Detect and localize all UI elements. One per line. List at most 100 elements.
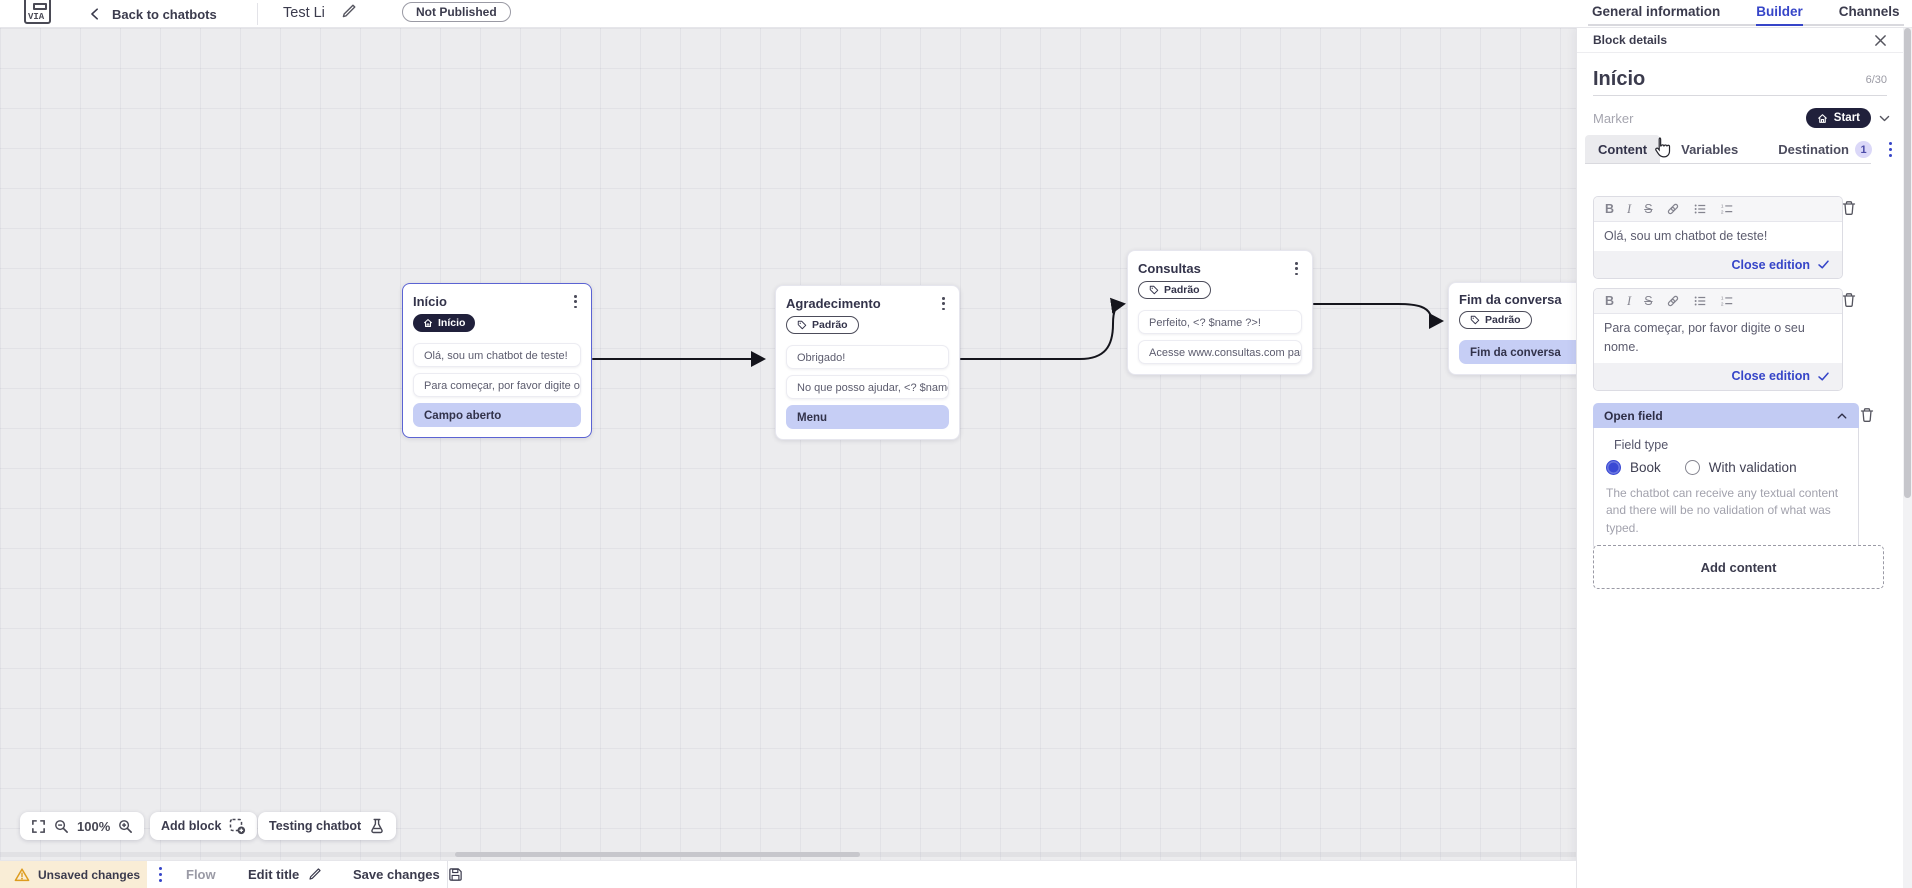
flow-block-fim-da-conversa[interactable]: Fim da conversa Padrão Fim da conversa <box>1448 282 1576 375</box>
add-content-button[interactable]: Add content <box>1593 545 1884 589</box>
check-icon <box>1818 260 1829 269</box>
block-message-item[interactable]: Acesse www.consultas.com par... <box>1138 340 1302 365</box>
block-message-item[interactable]: No que posso ajudar, <? $name ... <box>786 375 949 400</box>
flask-icon <box>371 818 383 834</box>
flow-block-inicio[interactable]: Início Início Olá, sou um chatbot de tes… <box>402 283 592 439</box>
status-bar: Unsaved changes Flow Edit title Save cha… <box>0 860 1576 888</box>
flow-menu-item[interactable]: Flow <box>186 867 216 882</box>
publish-status-badge: Not Published <box>402 2 511 22</box>
marker-select[interactable]: Start <box>1805 108 1871 128</box>
marker-row: Marker Start <box>1593 106 1891 130</box>
delete-content-icon[interactable] <box>1859 406 1875 424</box>
panel-menu-icon[interactable] <box>1885 140 1896 159</box>
editor-text[interactable]: Olá, sou um chatbot de teste! <box>1594 222 1842 252</box>
tab-channels[interactable]: Channels <box>1838 4 1900 19</box>
check-icon <box>1818 372 1829 381</box>
tag-icon <box>797 321 807 330</box>
italic-icon[interactable]: I <box>1627 201 1632 216</box>
delete-content-icon[interactable] <box>1841 199 1857 217</box>
block-title: Fim da conversa <box>1459 292 1562 307</box>
save-icon <box>448 868 462 881</box>
block-field-item[interactable]: Menu <box>786 405 949 430</box>
block-marker-badge: Padrão <box>786 316 859 335</box>
editor-text[interactable]: Para começar, por favor digite o seu nom… <box>1594 314 1842 363</box>
close-icon[interactable] <box>1874 34 1887 47</box>
open-field-header[interactable]: Open field <box>1593 403 1859 428</box>
unsaved-changes-status: Unsaved changes <box>0 861 147 888</box>
radio-selected-icon <box>1606 460 1621 475</box>
top-bar: VIA Back to chatbots Test Li Not Publish… <box>0 0 1912 28</box>
flow-block-consultas[interactable]: Consultas Padrão Perfeito, <? $name ?>! … <box>1127 250 1313 376</box>
panel-header: Block details <box>1577 28 1903 53</box>
tag-icon <box>1149 286 1159 295</box>
marker-label: Marker <box>1593 110 1634 126</box>
bullet-list-icon[interactable] <box>1693 294 1707 308</box>
panel-tabs: Content Variables Destination 1 <box>1585 135 1895 164</box>
zoom-controls: 100% <box>20 812 145 840</box>
block-message-item[interactable]: Olá, sou um chatbot de teste! <box>413 343 581 368</box>
zoom-in-icon[interactable] <box>118 819 133 834</box>
status-menu-icon[interactable] <box>155 861 166 888</box>
tab-general-information[interactable]: General information <box>1592 4 1721 19</box>
block-message-item[interactable]: Para começar, por favor digite o ... <box>413 373 581 398</box>
destination-count-badge: 1 <box>1855 141 1873 158</box>
tab-builder[interactable]: Builder <box>1756 0 1803 26</box>
fullscreen-icon[interactable] <box>31 819 46 834</box>
radio-option-with-validation[interactable]: With validation <box>1684 460 1797 475</box>
statusbar-divider <box>447 861 448 888</box>
block-details-panel: Block details Início 6/30 Marker Start C… <box>1576 28 1903 888</box>
field-type-description: The chatbot can receive any textual cont… <box>1606 486 1839 535</box>
tab-content[interactable]: Content <box>1585 135 1661 164</box>
testing-chatbot-button[interactable]: Testing chatbot <box>258 812 397 840</box>
italic-icon[interactable]: I <box>1627 293 1632 308</box>
chevron-down-icon[interactable] <box>1878 112 1891 125</box>
horizontal-scrollbar-thumb[interactable] <box>455 852 860 857</box>
block-menu-icon[interactable] <box>570 293 581 310</box>
close-edition-button[interactable]: Close edition <box>1731 257 1810 272</box>
block-message-item[interactable]: Obrigado! <box>786 345 949 370</box>
block-field-item[interactable]: Fim da conversa <box>1459 340 1576 364</box>
block-message-item[interactable]: Perfeito, <? $name ?>! <box>1138 310 1302 335</box>
vertical-scrollbar[interactable] <box>1903 28 1912 888</box>
flow-block-agradecimento[interactable]: Agradecimento Padrão Obrigado! No que po… <box>775 285 960 441</box>
warning-icon <box>14 867 30 881</box>
block-field-item[interactable]: Campo aberto <box>413 403 581 428</box>
strikethrough-icon[interactable]: S <box>1644 201 1653 216</box>
tab-destination[interactable]: Destination 1 <box>1765 135 1885 164</box>
back-to-chatbots-button[interactable]: Back to chatbots <box>88 0 217 28</box>
edit-title-pencil-icon[interactable] <box>340 3 357 21</box>
zoom-level: 100% <box>77 818 111 834</box>
strikethrough-icon[interactable]: S <box>1644 293 1653 308</box>
add-block-button[interactable]: Add block <box>150 812 258 840</box>
bold-icon[interactable]: B <box>1605 201 1615 216</box>
block-menu-icon[interactable] <box>1291 260 1302 277</box>
radio-option-book[interactable]: Book <box>1606 460 1661 475</box>
link-icon[interactable] <box>1666 294 1680 308</box>
vertical-scrollbar-thumb[interactable] <box>1904 28 1911 498</box>
bullet-list-icon[interactable] <box>1693 202 1707 216</box>
numbered-list-icon[interactable]: 12 <box>1720 202 1734 216</box>
close-edition-button[interactable]: Close edition <box>1731 369 1810 384</box>
chatbot-title[interactable]: Test Li <box>283 5 325 21</box>
link-icon[interactable] <box>1666 202 1680 216</box>
bold-icon[interactable]: B <box>1605 293 1615 308</box>
save-changes-button[interactable]: Save changes <box>353 861 463 888</box>
numbered-list-icon[interactable]: 12 <box>1720 294 1734 308</box>
block-menu-icon[interactable] <box>938 295 949 312</box>
chevron-up-icon <box>1837 412 1847 419</box>
char-counter: 6/30 <box>1865 73 1887 86</box>
delete-content-icon[interactable] <box>1841 291 1857 309</box>
add-block-icon <box>230 818 246 834</box>
zoom-out-icon[interactable] <box>54 819 69 834</box>
tab-variables[interactable]: Variables <box>1681 142 1739 157</box>
edit-title-button[interactable]: Edit title <box>248 861 322 888</box>
block-name-input[interactable]: Início <box>1593 68 1646 90</box>
topbar-divider <box>257 3 258 25</box>
radio-unselected-icon <box>1684 460 1700 475</box>
block-title: Consultas <box>1138 261 1201 277</box>
flow-canvas[interactable]: Início Início Olá, sou um chatbot de tes… <box>0 28 1576 860</box>
